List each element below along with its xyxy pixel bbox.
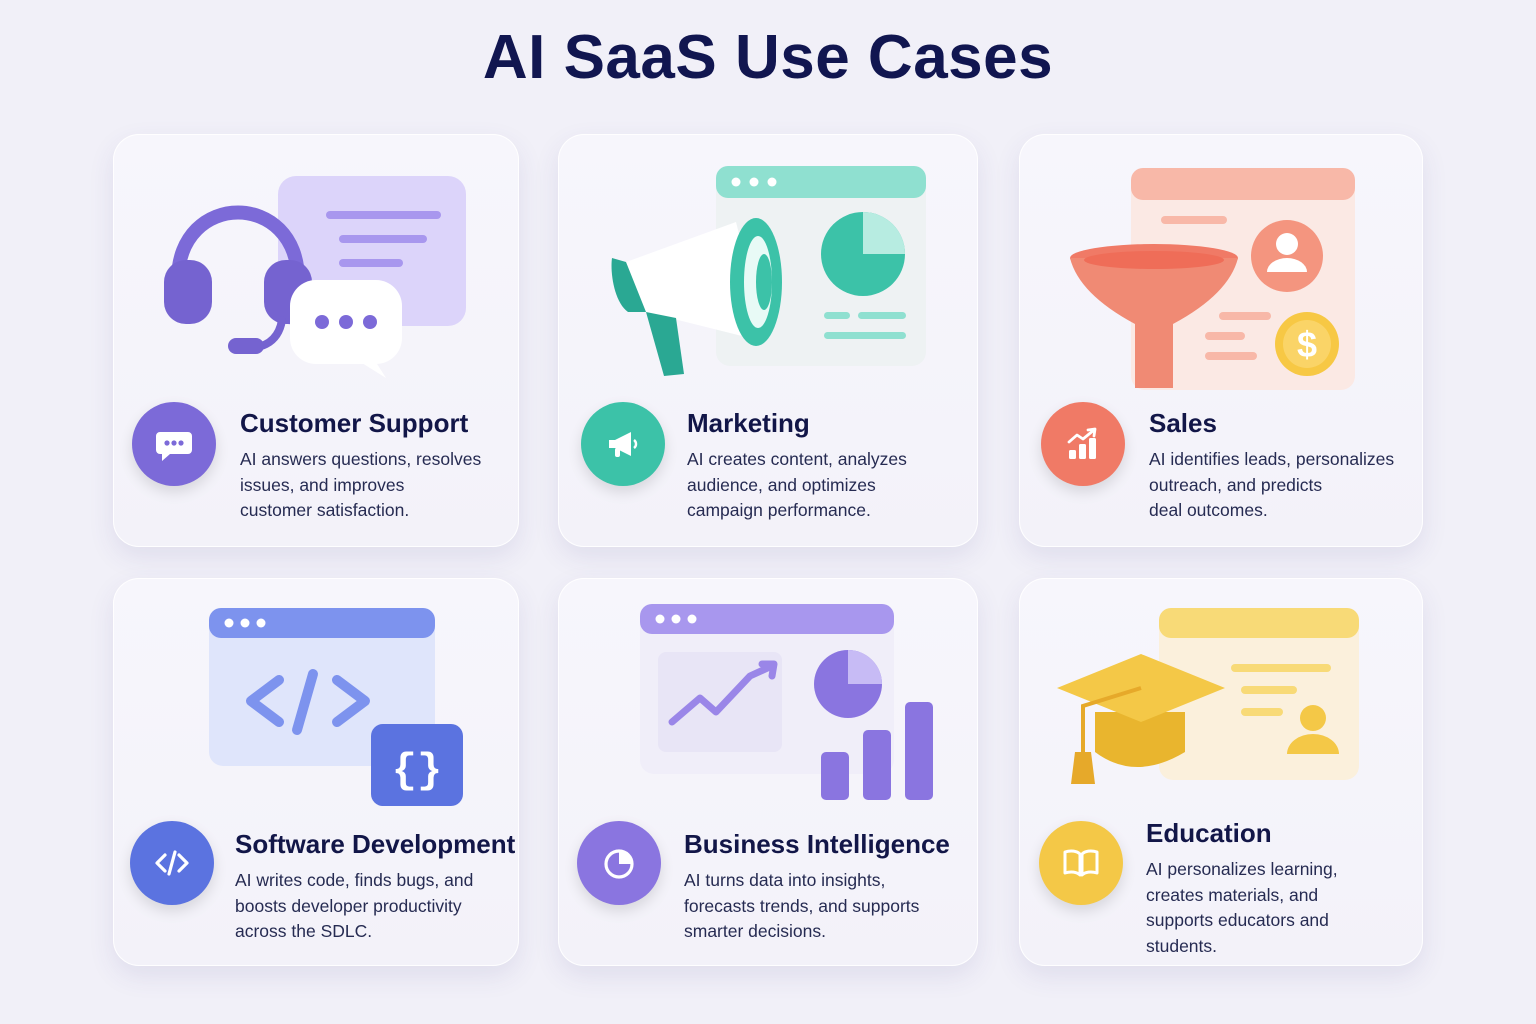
card-title: Customer Support (240, 408, 469, 438)
chat-bubble-icon (132, 402, 216, 486)
pie-chart-icon (577, 821, 661, 905)
headset-support-illustration (164, 176, 466, 378)
page-title: AI SaaS Use Cases (482, 23, 1054, 92)
card-description: AI personalizes learning,creates materia… (1146, 859, 1338, 956)
card-sales[interactable]: $ Sales AI identifies leads, personalize… (1019, 134, 1423, 547)
card-title: Software Development (235, 829, 516, 859)
graduation-illustration (1057, 608, 1359, 784)
megaphone-illustration (611, 166, 926, 376)
card-customer-support[interactable]: Customer Support AI answers questions, r… (113, 134, 519, 547)
analytics-dashboard-illustration (640, 604, 933, 800)
card-title: Sales (1149, 408, 1217, 438)
code-window-illustration: {} (209, 608, 463, 806)
megaphone-icon (581, 402, 665, 486)
card-education[interactable]: Education AI personalizes learning,creat… (1019, 578, 1423, 966)
card-description: AI turns data into insights,forecasts tr… (684, 870, 920, 941)
card-business-intelligence[interactable]: Business Intelligence AI turns data into… (558, 578, 978, 966)
card-title: Marketing (687, 408, 810, 438)
sales-funnel-illustration: $ (1070, 168, 1355, 390)
code-icon (130, 821, 214, 905)
card-title: Business Intelligence (684, 829, 950, 859)
card-software-development[interactable]: {} Software Development AI writes code, … (113, 578, 519, 966)
svg-text:$: $ (1297, 324, 1317, 365)
card-title: Education (1146, 818, 1272, 848)
book-icon (1039, 821, 1123, 905)
svg-text:{}: {} (392, 747, 442, 795)
growth-chart-icon (1041, 402, 1125, 486)
